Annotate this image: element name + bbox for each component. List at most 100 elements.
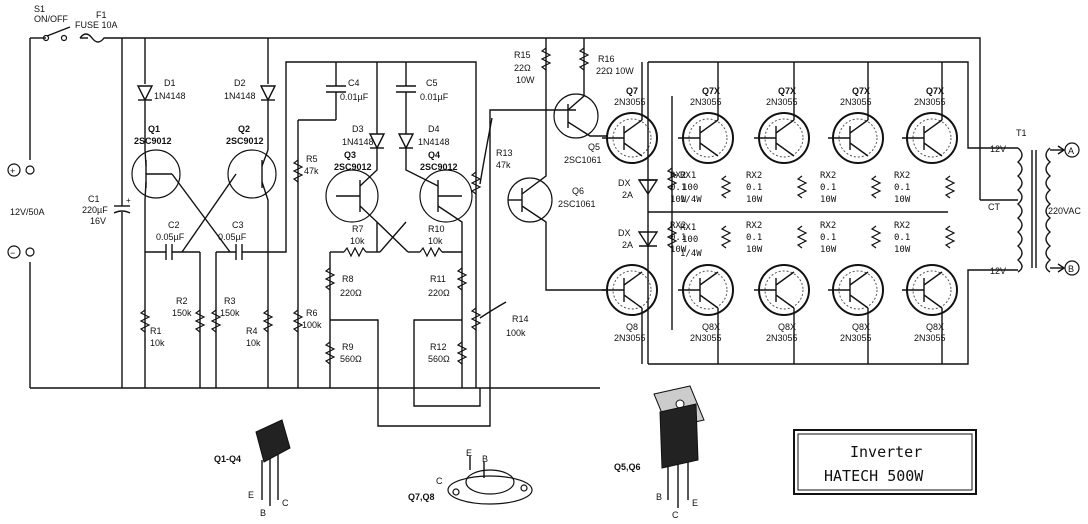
power-rails	[29, 37, 981, 389]
r9-ref: R9	[342, 342, 354, 352]
r11-value: 220Ω	[428, 288, 450, 298]
q1-ref: Q1	[148, 124, 160, 134]
q7x-value-5: 2N3055	[914, 97, 946, 107]
rx2-resistor-top-1	[720, 175, 732, 199]
transistor-emitter-bot-4	[849, 294, 869, 309]
r4-value: 10k	[246, 338, 261, 348]
q5-value: 2SC1061	[564, 155, 602, 165]
transistor-collector-bot-4	[849, 271, 869, 286]
rx2-power-bot-3: 10W	[820, 245, 837, 255]
dx-bottom-ref: DX	[618, 228, 631, 238]
transistor-emitter-bot-5	[923, 294, 943, 309]
rx2-value-top-1: 0.1	[670, 183, 686, 193]
q7-value-1: 2N3055	[614, 97, 646, 107]
q7-ref-1: Q7	[626, 86, 638, 96]
transistor-emitter-bot-3	[775, 294, 795, 309]
rx2-resistor-bot-2	[796, 225, 808, 249]
title-line1: Inverter	[850, 443, 922, 461]
d3-value: 1N4148	[342, 137, 374, 147]
q8-ref-1: Q8	[626, 322, 638, 332]
transistor-collector-top-1	[623, 119, 643, 134]
r6-ref: R6	[306, 308, 318, 318]
d3-ref: D3	[352, 124, 364, 134]
supply-rating: 12V/50A	[10, 207, 45, 217]
package-to3: Q7,Q8 E B C	[408, 448, 533, 505]
astable-stage: D1 1N4148 D2 1N4148 Q1 2SC9012 Q2 2SC901…	[131, 38, 456, 388]
to3-pin-b: B	[482, 454, 488, 464]
q8x-ref-4: Q8X	[852, 322, 870, 332]
transistor-emitter-top-2	[699, 142, 719, 157]
plus-sign: +	[10, 166, 15, 176]
fuse-f1: F1 FUSE 10A	[75, 10, 118, 43]
r16-value: 22Ω 10W	[596, 66, 634, 76]
dx-top-ref: DX	[618, 178, 631, 188]
t1-ref: T1	[1016, 128, 1027, 138]
q4-ref: Q4	[428, 150, 440, 160]
transistor-collector-top-4	[849, 119, 869, 134]
c5-value: 0.01µF	[420, 92, 449, 102]
dx-top-value: 2A	[622, 190, 633, 200]
r12-value: 560Ω	[428, 354, 450, 364]
q6-value: 2SC1061	[558, 199, 596, 209]
d1-ref: D1	[164, 78, 176, 88]
c3-ref: C3	[232, 220, 244, 230]
rx1-bottom-value: 100	[682, 235, 698, 245]
q8x-ref-3: Q8X	[778, 322, 796, 332]
r2-ref: R2	[176, 296, 188, 306]
q7x-ref-2: Q7X	[702, 86, 720, 96]
to220-pin-e: E	[692, 498, 698, 508]
q8x-ref-2: Q8X	[702, 322, 720, 332]
rx2-resistor-top-3	[870, 175, 882, 199]
power-transistor-inner-bot-5	[912, 270, 952, 310]
transistor-collector-bot-3	[775, 271, 795, 286]
rx2-resistor-bot-4	[944, 225, 956, 249]
rx2-ref-top-1: RX2	[670, 171, 686, 181]
power-transistor-inner-top-3	[764, 118, 804, 158]
c2-value: 0.05µF	[156, 232, 185, 242]
r13-ref: R13	[496, 148, 513, 158]
switch-s1: S1 ON/OFF	[34, 4, 71, 42]
to3-pin-e: E	[466, 448, 472, 458]
r7-value: 10k	[350, 236, 365, 246]
r8-ref: R8	[342, 274, 354, 284]
q8x-value-5: 2N3055	[914, 333, 946, 343]
d2-ref: D2	[234, 78, 246, 88]
rx2-ref-bot-2: RX2	[746, 221, 762, 231]
rx2-value-bot-1: 0.1	[670, 233, 686, 243]
transistor-collector-top-5	[923, 119, 943, 134]
q7x-ref-3: Q7X	[778, 86, 796, 96]
q7x-ref-4: Q7X	[852, 86, 870, 96]
q8-value-1: 2N3055	[614, 333, 646, 343]
r9-value: 560Ω	[340, 354, 362, 364]
transistor-collector-top-2	[699, 119, 719, 134]
pkg-q5-q6-label: Q5,Q6	[614, 462, 641, 472]
rx2-power-top-4: 10W	[894, 195, 911, 205]
s1-ref: S1	[34, 4, 45, 14]
to92-pin-b: B	[260, 508, 266, 518]
rx2-resistor-top-4	[944, 175, 956, 199]
q1-value: 2SC9012	[134, 136, 172, 146]
power-transistor-inner-bot-2	[688, 270, 728, 310]
f1-name: FUSE 10A	[75, 20, 118, 30]
rx1-bottom-ref: RX1	[680, 223, 696, 233]
title-box: Inverter HATECH 500W	[793, 429, 977, 495]
to92-pin-c: C	[282, 498, 289, 508]
rx2-ref-top-2: RX2	[746, 171, 762, 181]
q5-ref: Q5	[588, 142, 600, 152]
t1-ct-label: CT	[988, 202, 1000, 212]
power-transistor-inner-bot-1	[612, 270, 652, 310]
to220-pin-c: C	[672, 510, 679, 520]
minus-sign: −	[10, 248, 15, 258]
q8x-ref-5: Q8X	[926, 322, 944, 332]
rx2-value-top-4: 0.1	[894, 183, 910, 193]
package-to220: Q5,Q6 B C E	[614, 385, 705, 520]
q3-value: 2SC9012	[334, 162, 372, 172]
r4-ref: R4	[246, 326, 258, 336]
dx-bottom-value: 2A	[622, 240, 633, 250]
transistor-collector-bot-1	[623, 271, 643, 286]
rx2-resistor-top-2	[796, 175, 808, 199]
rx2-ref-top-3: RX2	[820, 171, 836, 181]
rx2-resistor-bot-1	[720, 225, 732, 249]
q4-value: 2SC9012	[420, 162, 458, 172]
r8-value: 220Ω	[340, 288, 362, 298]
